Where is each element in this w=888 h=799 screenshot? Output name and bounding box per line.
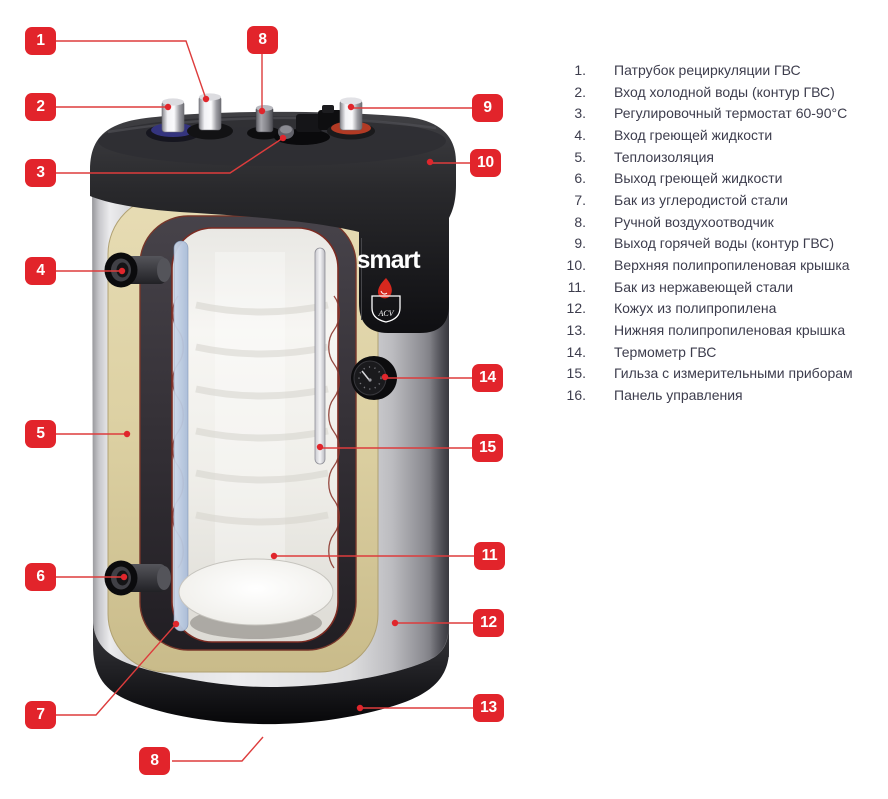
legend-item: 2. Вход холодной воды (контур ГВС)	[556, 81, 853, 103]
acv-flame-icon	[378, 278, 392, 299]
legend-item-number: 14.	[566, 343, 586, 360]
pipe-cold-water-inlet	[146, 98, 200, 142]
legend-item: 10. Верхняя полипропиленовая крышка	[556, 254, 853, 276]
heating-outlet-fitting	[104, 560, 171, 596]
callout-1: 1	[25, 27, 56, 55]
acv-shield-icon	[371, 295, 401, 323]
brand-panel: smart ACV	[356, 246, 422, 323]
legend-item-number: 9.	[574, 235, 586, 252]
callout-2: 2	[25, 93, 56, 121]
legend-item: 4. Вход греющей жидкости	[556, 124, 853, 146]
legend-item-text: Бак из углеродистой стали	[614, 191, 788, 208]
callout-9: 9	[472, 94, 503, 122]
legend-item-number: 1.	[574, 61, 586, 78]
callout-13: 13	[473, 694, 504, 722]
tank-bottom-bowl	[178, 558, 334, 626]
legend-item: 13. Нижняя полипропиленовая крышка	[556, 319, 853, 341]
legend-item: 3. Регулировочный термостат 60-90°С	[556, 102, 853, 124]
legend-item-number: 2.	[574, 83, 586, 100]
callout-14: 14	[472, 364, 503, 392]
legend-item-text: Панель управления	[614, 387, 743, 404]
legend-item-text: Гильза с измерительными приборам	[614, 365, 853, 382]
top-pipes	[146, 93, 375, 145]
legend-item: 15. Гильза с измерительными приборам	[556, 363, 853, 385]
thermometer-gauge	[351, 356, 397, 400]
legend-item: 16. Панель управления	[556, 384, 853, 406]
callout-8-bottom: 8	[139, 747, 170, 775]
callout-line-1	[53, 40, 207, 100]
callout-lines	[53, 40, 474, 762]
legend-item-text: Кожух из полипропилена	[614, 300, 777, 317]
legend-item-number: 7.	[574, 191, 586, 208]
legend-item-text: Бак из нержавеющей стали	[614, 278, 794, 295]
thermostat	[274, 105, 342, 145]
bottom-cap	[93, 618, 449, 725]
sensor-sleeve	[314, 247, 326, 465]
callout-8-top: 8	[247, 26, 278, 54]
heating-inlet-fitting	[104, 252, 171, 288]
callout-7: 7	[25, 701, 56, 729]
callout-6: 6	[25, 563, 56, 591]
legend-item-number: 5.	[574, 148, 586, 165]
callout-3: 3	[25, 159, 56, 187]
legend-item: 7. Бак из углеродистой стали	[556, 189, 853, 211]
callout-12: 12	[473, 609, 504, 637]
callout-dots	[118, 95, 434, 712]
legend-item: 11. Бак из нержавеющей стали	[556, 276, 853, 298]
parts-legend: 1. Патрубок рециркуляции ГВС 2. Вход холод…	[556, 59, 853, 406]
legend-item-number: 4.	[574, 126, 586, 143]
legend-item: 5. Теплоизоляция	[556, 146, 853, 168]
legend-item-text: Вход греющей жидкости	[614, 126, 773, 143]
legend-item: 1. Патрубок рециркуляции ГВС	[556, 59, 853, 81]
legend-item-number: 12.	[566, 300, 586, 317]
legend-item-number: 8.	[574, 213, 586, 230]
callout-11: 11	[474, 542, 505, 570]
callout-10: 10	[470, 149, 501, 177]
callout-15: 15	[472, 434, 503, 462]
legend-item-text: Патрубок рециркуляции ГВС	[614, 61, 801, 78]
legend-item-number: 15.	[566, 365, 586, 382]
tank-highlight	[215, 252, 285, 582]
callout-line-7	[53, 623, 177, 716]
legend-item-number: 11.	[567, 278, 586, 295]
smart-logo-text: smart	[356, 246, 421, 274]
pipe-recirculation	[187, 93, 233, 140]
acv-logo: ACV	[371, 278, 401, 323]
legend-item-number: 16.	[566, 387, 586, 404]
tank-wall-strip	[173, 240, 189, 632]
legend-item-number: 6.	[574, 170, 586, 187]
legend-item: 12. Кожух из полипропилена	[556, 298, 853, 320]
legend-item: 14. Термометр ГВС	[556, 341, 853, 363]
acv-logo-text: ACV	[377, 309, 394, 318]
legend-item-text: Термометр ГВС	[614, 343, 717, 360]
legend-item-number: 13.	[566, 322, 586, 339]
legend-item-text: Регулировочный термостат 60-90°С	[614, 105, 848, 122]
legend-item-text: Вход холодной воды (контур ГВС)	[614, 83, 835, 100]
legend-item-text: Теплоизоляция	[614, 148, 714, 165]
stainless-tank	[171, 227, 340, 643]
legend-item-text: Ручной воздухоотводчик	[614, 213, 774, 230]
legend-item-text: Нижняя полипропиленовая крышка	[614, 322, 846, 339]
callout-line-8-bottom	[172, 736, 264, 762]
tank-shading-stripes	[195, 301, 329, 526]
legend-item-text: Выход греющей жидкости	[614, 170, 783, 187]
callout-4: 4	[25, 257, 56, 285]
legend-item-text: Выход горячей воды (контур ГВС)	[614, 235, 835, 252]
callout-5: 5	[25, 420, 56, 448]
legend-item: 9. Выход горячей воды (контур ГВС)	[556, 233, 853, 255]
legend-item-number: 3.	[574, 105, 586, 122]
callout-line-3	[53, 137, 284, 174]
legend-item-number: 10.	[566, 257, 586, 274]
legend-item: 8. Ручной воздухоотводчик	[556, 211, 853, 233]
legend-item-text: Верхняя полипропиленовая крышка	[614, 257, 850, 274]
legend-item: 6. Выход греющей жидкости	[556, 167, 853, 189]
